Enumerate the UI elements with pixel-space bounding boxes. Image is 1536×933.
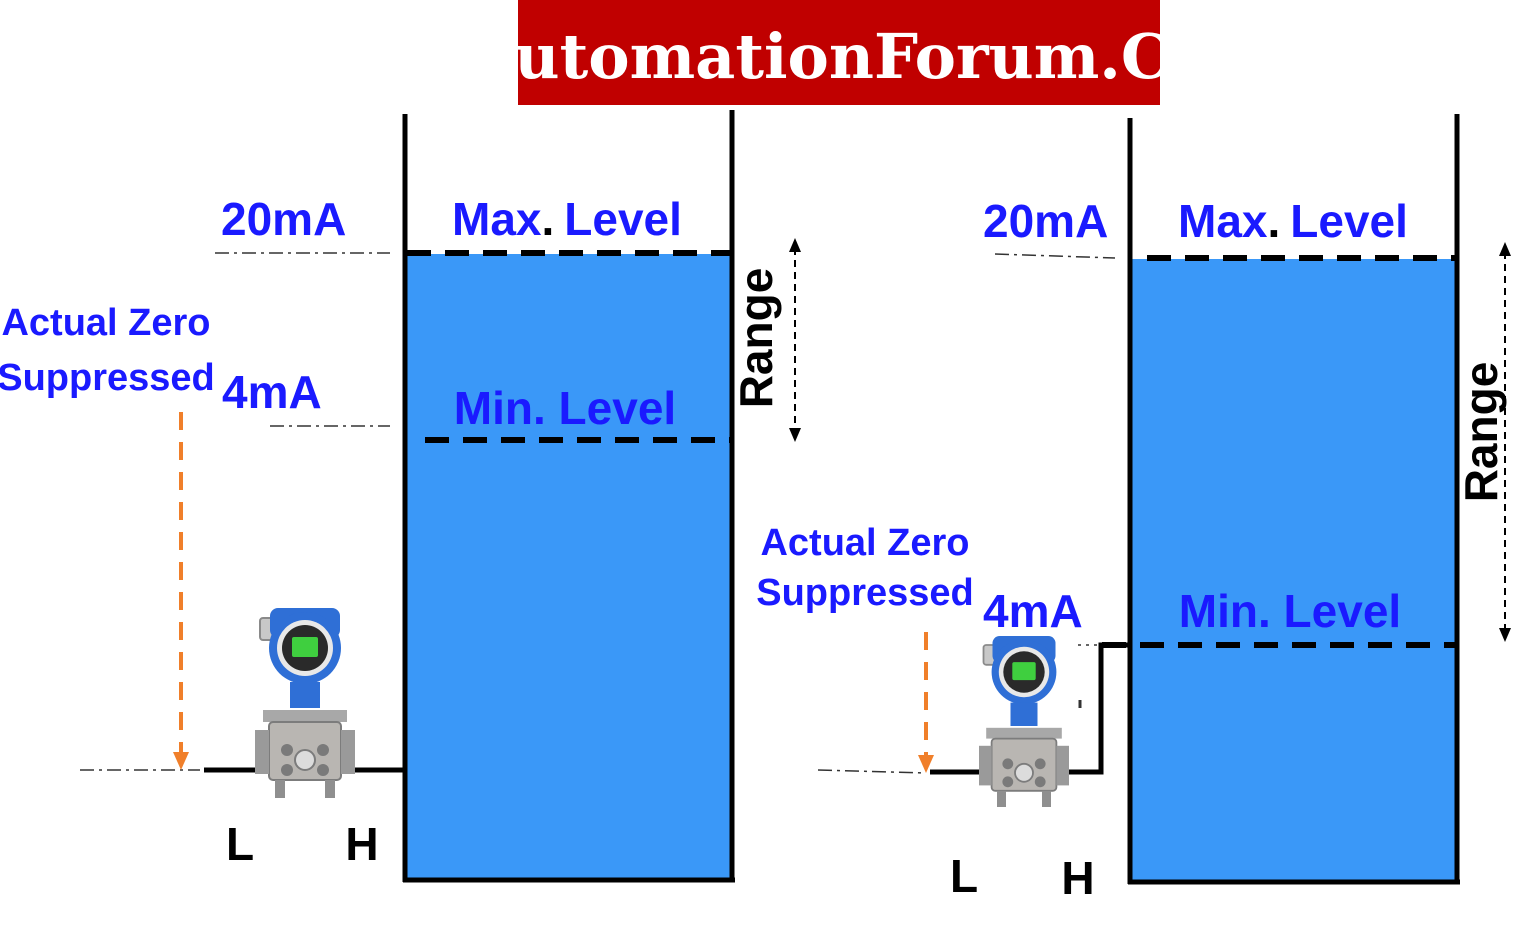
left-4ma-label: 4mA [222,366,322,418]
right-20ma-reference-line [994,253,1116,259]
left-range-arrow-bottom [789,428,801,442]
right-max-level-label: Max.Level [1178,195,1408,247]
right-dp-transmitter-icon [978,635,1070,808]
banner-title: AutomationForum.Co [465,20,1211,93]
left-dp-transmitter-icon [254,607,356,799]
left-range-arrow-top [789,238,801,252]
left-actual-zero-label: Actual Zero [1,302,210,344]
right-port-low-label: L [950,850,978,902]
right-zero-reference-line [817,769,926,774]
left-min-level-label: Min. Level [454,382,676,434]
right-range-arrow-bottom [1499,628,1511,642]
left-suppressed-label: Suppressed [0,357,215,399]
left-20ma-label: 20mA [221,193,346,245]
right-tank-liquid [1132,259,1455,881]
right-suppression-arrowhead [918,755,934,773]
right-tank-diagram: 20mA 4mA Max.Level Min. Level Actual Zer… [756,114,1511,904]
right-suppressed-label: Suppressed [756,572,974,614]
right-20ma-label: 20mA [983,195,1108,247]
banner-background [518,0,1160,105]
right-min-level-label: Min. Level [1179,585,1401,637]
left-suppression-arrowhead [173,752,189,770]
left-port-low-label: L [226,818,254,870]
right-port-high-label: H [1061,852,1094,904]
left-range-label: Range [730,268,782,409]
right-4ma-label: 4mA [983,585,1083,637]
right-range-arrow-top [1499,242,1511,256]
left-tank-diagram: 20mA 4mA Max.Level Min. Level Actual Zer… [0,110,801,883]
left-port-high-label: H [345,818,378,870]
right-range-label: Range [1455,362,1507,503]
right-actual-zero-label: Actual Zero [760,522,969,564]
left-max-level-label: Max.Level [452,193,682,245]
left-tank-liquid [407,254,730,879]
